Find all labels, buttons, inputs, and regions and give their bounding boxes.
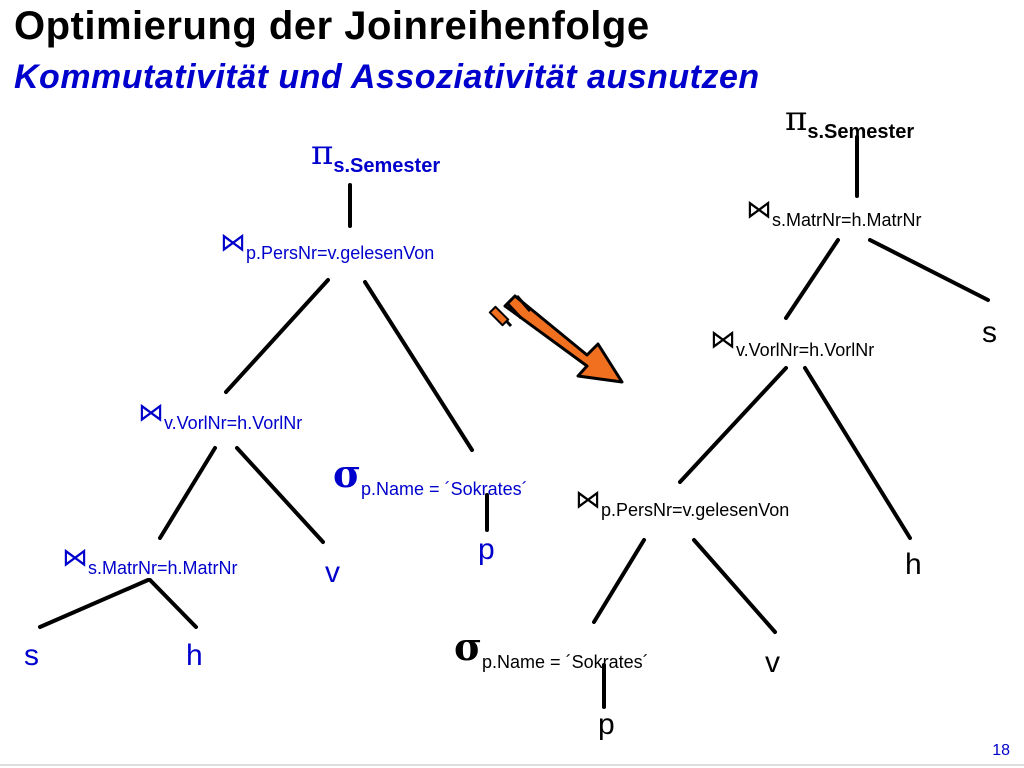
left-projection-label: s.Semester [333, 155, 441, 177]
footer-divider [0, 764, 1024, 766]
left-leaf-p: p [478, 533, 495, 566]
left-join-mid-node: ⋈v.VorlNr=h.VorlNr [138, 398, 302, 432]
slide-title: Optimierung der Joinreihenfolge [14, 4, 650, 48]
right-leaf-p: p [598, 708, 615, 741]
edge-right-joinMid-joinBottom [678, 366, 788, 484]
page-number: 18 [992, 742, 1010, 759]
join-symbol: ⋈ [710, 325, 736, 355]
right-join-bottom-label: p.PersNr=v.gelesenVon [601, 500, 790, 520]
join-symbol: ⋈ [575, 485, 601, 515]
left-leaf-s: s [24, 639, 39, 672]
join-symbol: ⋈ [746, 195, 772, 225]
arrow-right-down-icon [488, 294, 624, 384]
left-join-mid-label: v.VorlNr=h.VorlNr [164, 413, 303, 433]
edge-left-joinBottom-s [38, 578, 150, 629]
left-leaf-v: v [325, 556, 340, 589]
right-join-top-node: ⋈s.MatrNr=h.MatrNr [746, 195, 922, 229]
left-join-bottom-label: s.MatrNr=h.MatrNr [88, 558, 238, 578]
right-leaf-s: s [982, 316, 997, 349]
right-leaf-h: h [905, 548, 922, 581]
edge-right-joinBottom-v [692, 538, 777, 634]
left-join-bottom-node: ⋈s.MatrNr=h.MatrNr [62, 543, 238, 577]
edge-right-joinTop-s [868, 238, 990, 302]
left-join-top-node: ⋈p.PersNr=v.gelesenVon [220, 228, 434, 262]
pi-symbol: π [311, 133, 334, 173]
join-symbol: ⋈ [138, 398, 164, 428]
edge-left-joinMid-joinBottom [158, 446, 217, 540]
right-join-bottom-node: ⋈p.PersNr=v.gelesenVon [575, 485, 789, 519]
edge-right-joinBottom-selection [592, 538, 646, 624]
left-selection-node: σp.Name = ´Sokrates´ [333, 455, 528, 499]
right-leaf-v: v [765, 646, 780, 679]
pi-symbol: π [785, 99, 808, 139]
join-symbol: ⋈ [62, 543, 88, 573]
edge-left-joinMid-v [235, 446, 325, 544]
edge-left-joinTop-joinMid [224, 278, 330, 394]
right-join-mid-label: v.VorlNr=h.VorlNr [736, 340, 875, 360]
right-join-top-label: s.MatrNr=h.MatrNr [772, 210, 922, 230]
slide-subtitle: Kommutativität und Assoziativität ausnut… [14, 58, 760, 96]
sigma-symbol: σ [454, 624, 483, 669]
right-selection-node: σp.Name = ´Sokrates´ [454, 628, 649, 672]
left-projection-node: πs.Semester [311, 133, 440, 176]
edge-left-joinTop-selection [363, 280, 474, 452]
left-selection-label: p.Name = ´Sokrates´ [361, 479, 528, 499]
edge-left-joinBottom-h [148, 578, 198, 629]
right-join-mid-node: ⋈v.VorlNr=h.VorlNr [710, 325, 874, 359]
edge-right-joinTop-joinMid [784, 238, 840, 320]
edge-right-joinMid-h [803, 366, 912, 540]
right-projection-node: πs.Semester [785, 99, 914, 142]
sigma-symbol: σ [333, 451, 362, 496]
left-leaf-h: h [186, 639, 203, 672]
join-symbol: ⋈ [220, 228, 246, 258]
right-projection-label: s.Semester [807, 121, 915, 143]
left-join-top-label: p.PersNr=v.gelesenVon [246, 243, 435, 263]
right-selection-label: p.Name = ´Sokrates´ [482, 652, 649, 672]
